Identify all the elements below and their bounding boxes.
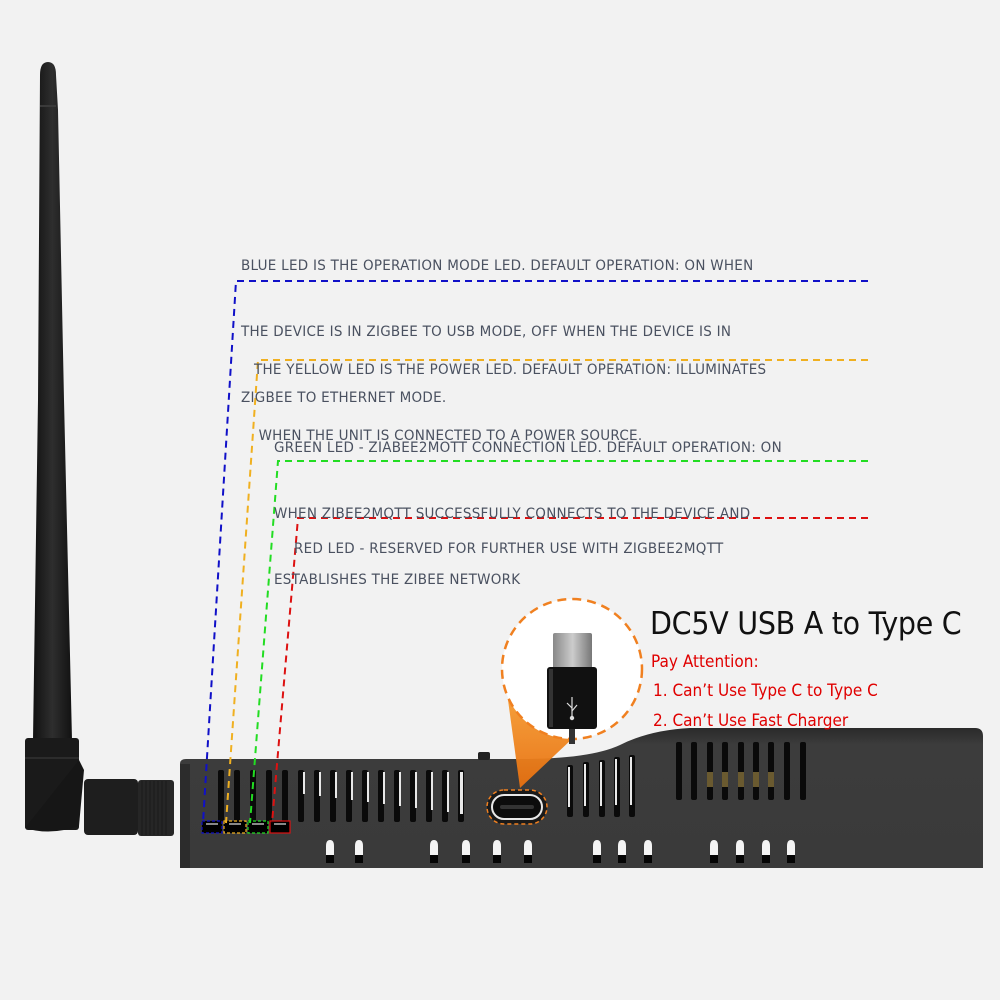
attention-label: Pay Attention: [651,652,759,672]
text-line: GREEN LED - ZIABEE2MOTT CONNECTION LED. … [274,440,782,456]
blue-led-description: BLUE LED IS THE OPERATION MODE LED. DEFA… [241,211,753,431]
antenna [25,62,174,836]
leader-lines [202,280,868,824]
bottom-vents [326,840,795,863]
text-line: ZIGBEE TO ETHERNET MODE. [241,390,447,406]
usb-c-port[interactable] [486,789,548,825]
yellow-led-description: THE YELLOW LED IS THE POWER LED. DEFAULT… [254,315,766,469]
text-line: THE YELLOW LED IS THE POWER LED. DEFAULT… [254,362,767,378]
warning-1: 1. Can’t Use Type C to Type C [653,681,878,701]
text-line: WHEN ZIBEE2MQTT SUCCESSFULLY CONNECTS TO… [274,506,751,522]
led-indicators [201,820,291,834]
red-led-description: RED LED - RESERVED FOR FURTHER USE WITH … [294,494,724,582]
text-line: THE DEVICE IS IN ZIGBEE TO USB MODE, OFF… [241,324,732,340]
yellow-led [223,820,247,834]
power-title: DC5V USB A to Type C [650,606,962,642]
blue-leader-line [202,280,868,824]
text-line: BLUE LED IS THE OPERATION MODE LED. DEFA… [241,258,754,274]
warning-2: 2. Can’t Use Fast Charger [653,711,849,731]
text-line: RED LED - RESERVED FOR FURTHER USE WITH … [294,541,724,557]
red-leader-line [271,517,868,824]
red-led [269,820,291,834]
blue-led [201,820,223,834]
green-leader-line [249,460,868,824]
text-line: WHEN THE UNIT IS CONNECTED TO A POWER SO… [254,428,643,444]
green-led-description: GREEN LED - ZIABEE2MOTT CONNECTION LED. … [274,393,782,613]
text-line: ESTABLISHES THE ZIBEE NETWORK [274,572,521,588]
usb-callout [500,597,644,788]
device-body [180,728,983,868]
usb-icon [566,697,578,721]
